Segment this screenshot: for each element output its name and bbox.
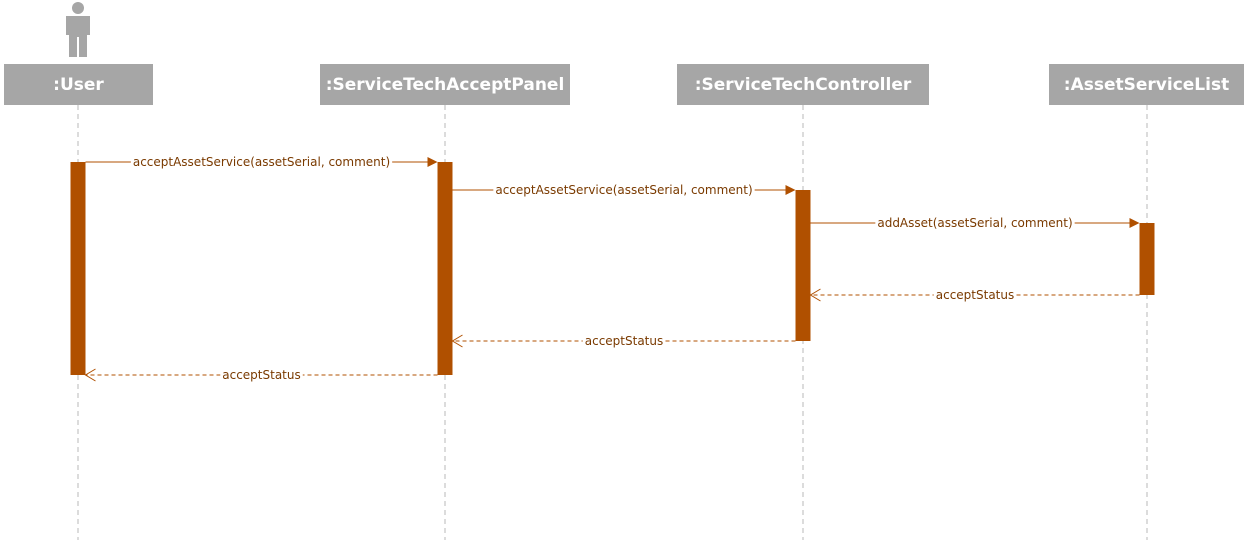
return-arrowhead-4 <box>809 288 821 302</box>
message-label-bg-1 <box>130 155 393 169</box>
participant-user: :User <box>4 64 153 105</box>
message-label-bg-2 <box>493 183 755 197</box>
return-arrowhead-5 <box>451 334 463 348</box>
person-icon <box>66 2 90 57</box>
participant-service-tech-accept-panel: :ServiceTechAcceptPanel <box>320 64 570 105</box>
activation-bar-controller <box>795 190 811 341</box>
message-label-bg-6 <box>220 368 303 382</box>
activation-bar-user <box>70 162 86 375</box>
participant-asset-service-list: :AssetServiceList <box>1049 64 1244 105</box>
message-label-bg-4 <box>933 288 1017 302</box>
message-label-4: acceptStatus <box>936 288 1015 302</box>
message-label-bg-3 <box>875 216 1075 230</box>
message-label-bg-5 <box>582 334 666 348</box>
message-label-6: acceptStatus <box>222 368 301 382</box>
message-label-3: addAsset(assetSerial, comment) <box>877 216 1072 230</box>
activation-bar-panel <box>437 162 453 375</box>
message-label-1: acceptAssetService(assetSerial, comment) <box>133 155 390 169</box>
call-arrowhead-1 <box>427 157 438 167</box>
message-label-5: acceptStatus <box>585 334 664 348</box>
return-arrowhead-6 <box>84 368 96 382</box>
activation-bar-list <box>1139 223 1155 295</box>
participant-service-tech-controller: :ServiceTechController <box>677 64 929 105</box>
call-arrowhead-2 <box>785 185 796 195</box>
call-arrowhead-3 <box>1129 218 1140 228</box>
message-label-2: acceptAssetService(assetSerial, comment) <box>495 183 752 197</box>
